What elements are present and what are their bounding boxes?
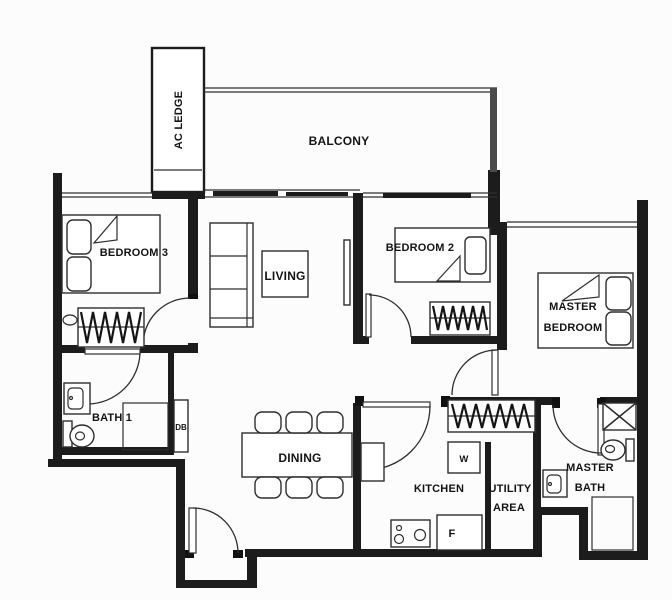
bedroom3-wardrobe-icon	[62, 307, 145, 348]
bath1-toilet-icon	[62, 420, 95, 448]
room-label-bath1: BATH 1	[92, 412, 132, 424]
exterior-walls	[48, 170, 648, 588]
room-label-master-bedroom-line1: MASTER	[549, 301, 597, 313]
master-bedroom-door	[451, 349, 499, 396]
room-label-living: LIVING	[264, 269, 305, 283]
bedroom3-window	[62, 192, 152, 198]
kitchen-counter-icon	[360, 442, 385, 482]
sofa-icon	[209, 222, 254, 328]
balcony-sliding-door	[205, 189, 360, 198]
room-label-balcony: BALCONY	[309, 134, 370, 148]
bath1-shower-icon	[122, 402, 169, 451]
master-bath-shower-icon	[591, 496, 634, 551]
room-label-ac-ledge: AC LEDGE	[173, 91, 185, 149]
coffee-table-icon	[261, 250, 309, 298]
bedroom3-bed-icon	[61, 214, 161, 294]
label-fridge: F	[449, 528, 456, 540]
label-washer: W	[459, 454, 468, 465]
ac-ledge	[150, 46, 206, 194]
entry-door	[185, 507, 243, 558]
bedroom2-wardrobe-icon	[429, 301, 491, 336]
master-bath-toilet-icon	[600, 438, 635, 462]
room-label-master-bedroom-line2: BEDROOM	[544, 322, 603, 334]
room-label-bedroom2: BEDROOM 2	[386, 242, 454, 254]
bath1-door	[84, 348, 141, 405]
bedroom3-door	[142, 294, 198, 346]
corridor-wardrobe-icon	[447, 399, 536, 433]
room-label-bedroom3: BEDROOM 3	[100, 247, 168, 259]
room-label-master-bath-line2: BATH	[575, 482, 606, 494]
bedroom2-window	[363, 192, 497, 198]
balcony-walls	[204, 87, 497, 172]
stove-icon	[390, 519, 431, 548]
bath1-sink-icon	[63, 382, 91, 415]
master-bedroom-window	[507, 221, 637, 228]
master-bath-door	[552, 398, 606, 456]
tv-icon	[343, 239, 351, 306]
fridge-icon	[436, 514, 483, 551]
room-label-dining: DINING	[278, 451, 321, 465]
room-label-utility-line1: UTILITY	[489, 483, 532, 495]
dining-table-icon	[241, 411, 353, 499]
bedroom2-door	[365, 293, 412, 338]
label-db: DB	[175, 423, 187, 432]
db-box	[173, 399, 189, 453]
bedroom2-bed-icon	[394, 227, 491, 283]
room-label-kitchen: KITCHEN	[414, 483, 464, 495]
master-bath-sink-icon	[542, 469, 568, 498]
room-label-master-bath-line1: MASTER	[566, 462, 614, 474]
master-bed-icon	[537, 272, 634, 349]
washer-icon	[447, 441, 481, 474]
vent-shaft-icon	[602, 402, 637, 431]
room-label-utility-line2: AREA	[493, 502, 525, 514]
